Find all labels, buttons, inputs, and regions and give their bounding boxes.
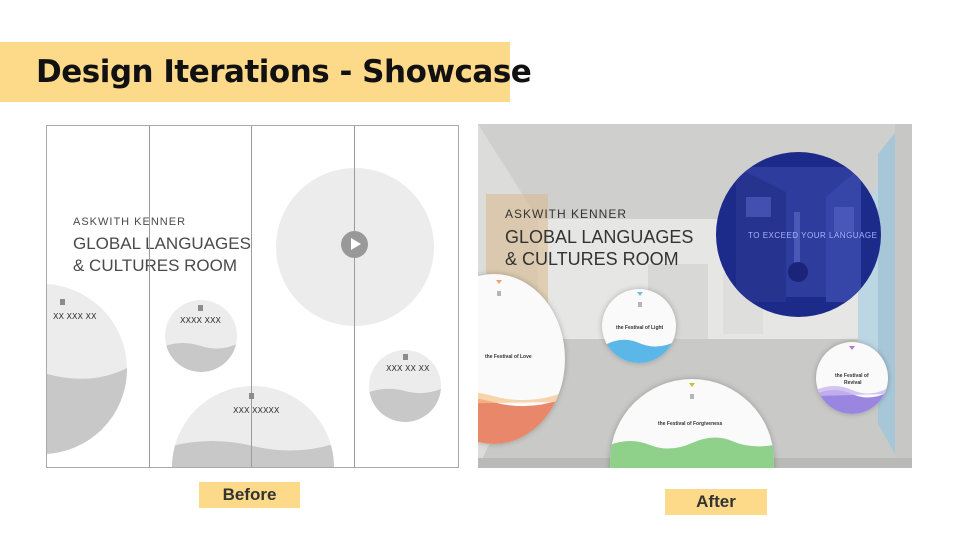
festival-love-circle[interactable]: the Festival of Love [478,274,565,444]
before-mockup: ASKWITH KENNER GLOBAL LANGUAGES & CULTUR… [46,125,459,468]
marker-icon [690,394,694,399]
title-band [0,42,510,102]
festival-light-label: the Festival of Light [616,325,664,331]
revival-wave [816,386,888,414]
marker-icon [60,299,65,305]
before-label-2: XXXX XXX [180,316,221,325]
before-circle-right [369,350,441,422]
street-photo [736,167,861,302]
before-header-small: ASKWITH KENNER [73,216,187,228]
festival-revival-circle[interactable]: the Festival of Revival [816,342,888,414]
festival-love-label: the Festival of Love [485,354,532,360]
marker-icon [198,305,203,311]
grid-divider [149,126,150,467]
before-label-1: XX XXX XX [53,312,97,321]
after-header-line2: & CULTURES ROOM [505,249,679,269]
forgiveness-wave [610,437,774,468]
after-render: TO EXCEED YOUR LANGUAGE ASKWITH KENNER G… [478,124,912,468]
light-wave [602,339,676,363]
triangle-icon [496,280,502,284]
grid-divider [251,126,252,467]
marker-icon [403,354,408,360]
before-caption: Before [199,482,300,508]
wave-shape [165,343,237,372]
festival-forgiveness-circle[interactable]: the Festival of Forgiveness [610,379,774,468]
wave-shape [172,441,334,467]
before-label-3: XXX XXXXX [233,406,280,415]
wave-shape [369,388,441,422]
after-caption: After [665,489,767,515]
festival-forgiveness-label: the Festival of Forgiveness [658,421,723,427]
festival-light-circle[interactable]: the Festival of Light [602,289,676,363]
grid-divider [354,126,355,467]
wave-shape [47,368,127,454]
love-wave [478,392,565,444]
before-header-line1: GLOBAL LANGUAGES [73,234,251,253]
after-header-small: ASKWITH KENNER [505,207,628,221]
after-header-line1: GLOBAL LANGUAGES [505,227,694,247]
video-overlay-text: TO EXCEED YOUR LANGUAGE [748,231,878,240]
festival-revival-label-2: Revival [844,380,862,386]
marker-icon [638,302,642,307]
slide-title: Design Iterations - Showcase [36,54,532,90]
before-label-4: XXX XX XX [386,364,430,373]
festival-revival-label-1: the Festival of [835,373,869,379]
play-icon[interactable] [341,231,368,258]
triangle-icon [637,292,643,296]
marker-icon [497,291,501,296]
before-circle-small [165,300,237,372]
marker-icon [249,393,254,399]
triangle-icon [689,383,695,387]
triangle-icon [849,346,855,350]
before-header-line2: & CULTURES ROOM [73,256,238,275]
before-circle-left [47,284,127,454]
video-circle[interactable]: TO EXCEED YOUR LANGUAGE [716,152,881,317]
